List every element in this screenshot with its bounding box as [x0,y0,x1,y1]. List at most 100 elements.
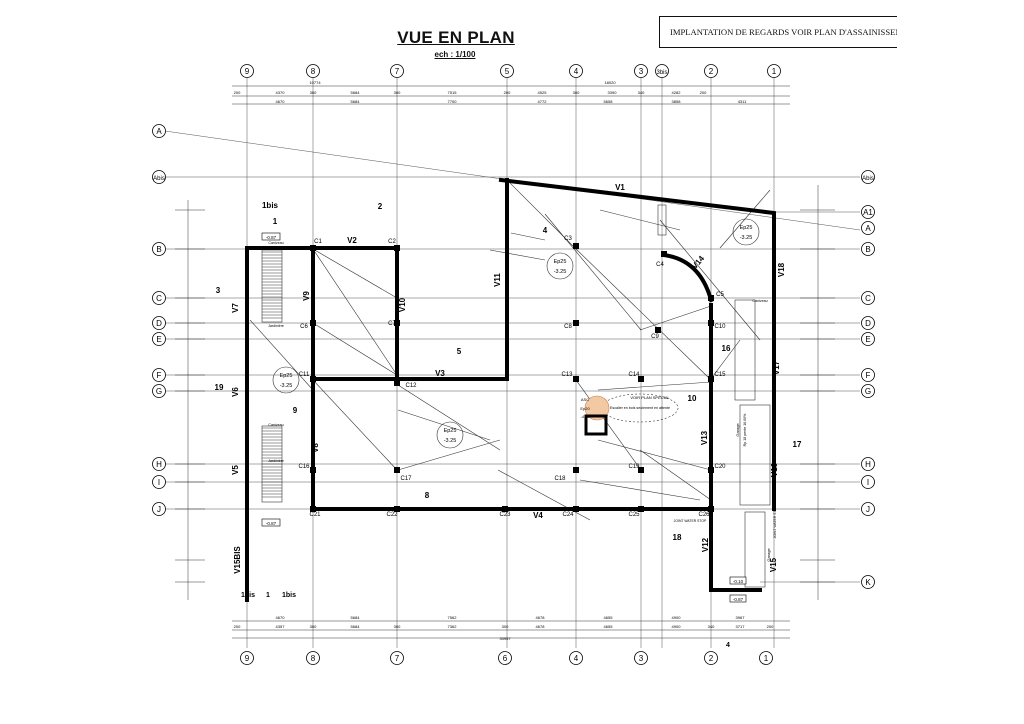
slab-label: -3.25 [740,235,753,241]
column-label: C22 [386,512,398,518]
column-marker [394,506,400,512]
dim-text-bottom-2: 340 [708,624,715,629]
axis-bubble-top [634,64,648,78]
wall [709,303,762,592]
axis-bubble-right [861,332,875,346]
beam-label: V5 [231,465,240,475]
beam-label: V10 [398,297,407,312]
construction-line [597,381,712,391]
axis-bubble-right [861,170,875,184]
axis-label-right: H [865,460,871,469]
column-label: C25 [628,512,640,518]
dim-text-bottom-1: 5684 [351,615,361,620]
construction-line [489,249,546,261]
dim-text-top-2: 300 [310,90,317,95]
axis-label-bottom: 1 [764,654,769,663]
axis-bubble-right [861,457,875,471]
axis-bubble-bottom [498,651,512,665]
jardiniere-1: Jardinière [268,324,284,328]
column-label: C6 [300,324,308,330]
construction-line [579,479,701,501]
column-label: C16 [298,464,310,470]
column-marker [310,467,316,473]
axis-label-left: F [157,371,162,380]
dim-text-top-2: 200 [700,90,707,95]
axis-label-right: C [865,294,871,303]
axis-bubble-top [500,64,514,78]
slab-label: Ep25 [554,259,567,265]
beam-label: V11 [493,273,502,287]
column-label: C9 [651,334,659,340]
construction-line [599,209,681,231]
column-label: C24 [562,512,574,518]
dim-text-bottom-2: 4655 [604,624,614,629]
column-marker [708,320,714,326]
dim-text-bottom-total: 33957 [499,636,511,641]
dim-text-top-3: 4670 [276,99,286,104]
axis-label-left: H [156,460,162,469]
dim-text-top-2: 300 [394,90,401,95]
dim-text-top-3: 4772 [538,99,548,104]
slab-label: -3.25 [554,269,567,275]
dim-text-bottom-1: 4670 [276,615,286,620]
column-label: C7 [388,321,396,327]
caniveau-3: Caniveau [752,299,767,303]
section-label: 9 [293,406,298,415]
dim-text-top-3: 3858 [672,99,682,104]
dim-text-top-2: 4370 [276,90,286,95]
construction-line [249,319,314,391]
dim-text-top-1: 18020 [604,80,616,85]
column-marker [310,506,316,512]
axis-bubble-right [861,475,875,489]
dim-text-bottom-1: 4655 [604,615,614,620]
stair-note: Escalier en bois seulement en attente [610,406,670,410]
axis-bubble-right [861,575,875,589]
garage-ramp [739,404,771,506]
column-marker [638,506,644,512]
dim-text-bottom-2: 300 [310,624,317,629]
slab-label: Ep25 [444,428,457,434]
construction-line [312,379,398,471]
construction-line [510,232,546,241]
axis-bubble-top [704,64,718,78]
construction-line [597,439,712,471]
column-label: C21 [309,512,321,518]
dim-text-top-2: 300 [573,90,580,95]
dim-text-top-3: 4311 [738,99,747,104]
axis-label-top: 8 [311,67,316,76]
column-marker [661,251,667,257]
wall [661,252,714,303]
dim-text-bottom-2: 200 [234,624,241,629]
axis-label-bottom: 7 [395,654,400,663]
column-label: C4 [656,262,664,268]
garage-label-2: Garage [766,548,771,562]
axis-bubble-top [240,64,254,78]
slab-label: Ep25 [280,373,293,379]
section-label: 4 [543,226,548,235]
beam-label: V15 [769,557,778,572]
axis-label-top: 3bis [656,70,667,76]
dim-text-top-2: 4282 [672,90,682,95]
axis-bubble-bottom [704,651,718,665]
dim-text-bottom-1: 7562 [448,615,458,620]
column-label: C12 [405,383,417,389]
column-label: C8 [564,324,572,330]
column-label: C14 [628,372,640,378]
garage-label: Garage [735,423,740,437]
beam-label: V18 [777,262,786,277]
axis-bubble-right [861,221,875,235]
dimension-lines [175,85,835,639]
axis-bubble-top [306,64,320,78]
dim-text-bottom-2: 4900 [672,624,682,629]
axis-label-bottom: 6 [503,654,508,663]
axis-bubble-left [152,124,166,138]
section-label: 16 [722,344,731,353]
dim-text-bottom-2: 7362 [448,624,458,629]
section-label: 5 [457,347,462,356]
axis-bubble-top [569,64,583,78]
dim-text-top-2: 5684 [351,90,361,95]
section-label: 2 [378,202,383,211]
dim-text-bottom-1: 4678 [536,615,546,620]
